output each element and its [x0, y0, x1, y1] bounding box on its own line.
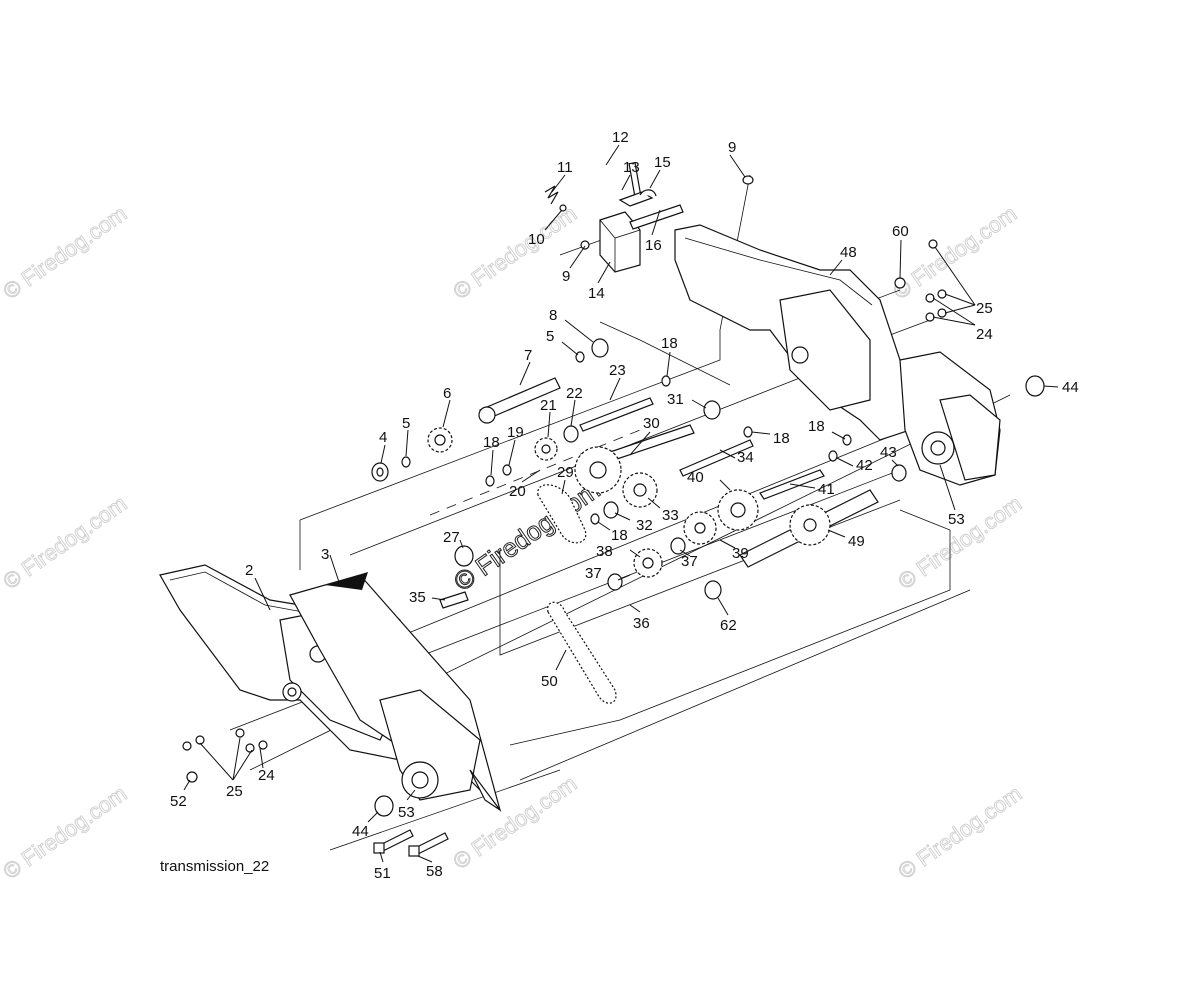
callout-14: 14: [588, 285, 605, 302]
callout-15: 15: [654, 154, 671, 171]
callout-9: 9: [562, 268, 570, 285]
callout-25: 25: [226, 783, 243, 800]
callout-2: 2: [245, 562, 253, 579]
callout-50: 50: [541, 673, 558, 690]
callout-30: 30: [643, 415, 660, 432]
callout-29: 29: [557, 464, 574, 481]
watermark: © Firedog.com: [449, 201, 582, 304]
callout-27: 27: [443, 529, 460, 546]
callout-6: 6: [443, 385, 451, 402]
callout-18: 18: [483, 434, 500, 451]
callout-40: 40: [687, 469, 704, 486]
callout-8: 8: [549, 307, 557, 324]
callout-22: 22: [566, 385, 583, 402]
callout-labels: 12 11 13 15 9 10 16 9 14 60 48 25 24 8 5…: [170, 129, 1079, 882]
watermark: © Firedog.com: [0, 201, 131, 304]
callout-9: 9: [728, 139, 736, 156]
callout-12: 12: [612, 129, 629, 146]
callout-36: 36: [633, 615, 650, 632]
callout-13: 13: [623, 159, 640, 176]
callout-44: 44: [352, 823, 369, 840]
callout-5: 5: [402, 415, 410, 432]
watermark: © Firedog.com: [894, 491, 1027, 594]
control-bracket: [544, 162, 754, 273]
callout-42: 42: [856, 457, 873, 474]
watermark: © Firedog.com: [0, 781, 131, 884]
callout-11: 11: [557, 159, 573, 176]
left-chain-case: [289, 572, 502, 813]
diagram-caption: transmission_22: [160, 858, 270, 875]
bearings-and-washers: [182, 239, 1045, 817]
callout-38: 38: [596, 543, 613, 560]
callout-53: 53: [398, 804, 415, 821]
drive-chains: [537, 484, 617, 704]
callout-58: 58: [426, 863, 443, 880]
sprockets: [427, 427, 831, 578]
assembly-guide-lines: [229, 174, 1011, 851]
watermark: © Firedog.com: [894, 781, 1027, 884]
callout-62: 62: [720, 617, 737, 634]
callout-52: 52: [170, 793, 187, 810]
callout-16: 16: [645, 237, 662, 254]
callout-49: 49: [848, 533, 865, 550]
callout-44: 44: [1062, 379, 1079, 396]
right-chain-case: [899, 351, 1001, 486]
callout-25: 25: [976, 300, 993, 317]
shafts: [439, 377, 879, 609]
callout-4: 4: [379, 429, 387, 446]
callout-31: 31: [667, 391, 684, 408]
callout-20: 20: [509, 483, 526, 500]
callout-35: 35: [409, 589, 426, 606]
watermark: © Firedog.com: [889, 201, 1022, 304]
right-frame-plate: [674, 224, 911, 441]
callout-3: 3: [321, 546, 329, 563]
callout-24: 24: [258, 767, 275, 784]
leader-lines: [183, 144, 1059, 863]
callout-18: 18: [661, 335, 678, 352]
callout-37: 37: [585, 565, 602, 582]
callout-53: 53: [948, 511, 965, 528]
callout-23: 23: [609, 362, 626, 379]
callout-18: 18: [808, 418, 825, 435]
callout-48: 48: [840, 244, 857, 261]
callout-19: 19: [507, 424, 524, 441]
callout-18: 18: [773, 430, 790, 447]
callout-41: 41: [818, 481, 835, 498]
callout-7: 7: [524, 347, 532, 364]
callout-33: 33: [662, 507, 679, 524]
watermark: © Firedog.com: [0, 491, 131, 594]
callout-39: 39: [732, 545, 749, 562]
bolts: [373, 829, 449, 857]
callout-37: 37: [681, 553, 698, 570]
callout-34: 34: [737, 449, 754, 466]
callout-5: 5: [546, 328, 554, 345]
callout-10: 10: [528, 231, 545, 248]
callout-60: 60: [892, 223, 909, 240]
callout-43: 43: [880, 444, 897, 461]
callout-51: 51: [374, 865, 391, 882]
callout-32: 32: [636, 517, 653, 534]
callout-18: 18: [611, 527, 628, 544]
callout-24: 24: [976, 326, 993, 343]
callout-21: 21: [540, 397, 557, 414]
